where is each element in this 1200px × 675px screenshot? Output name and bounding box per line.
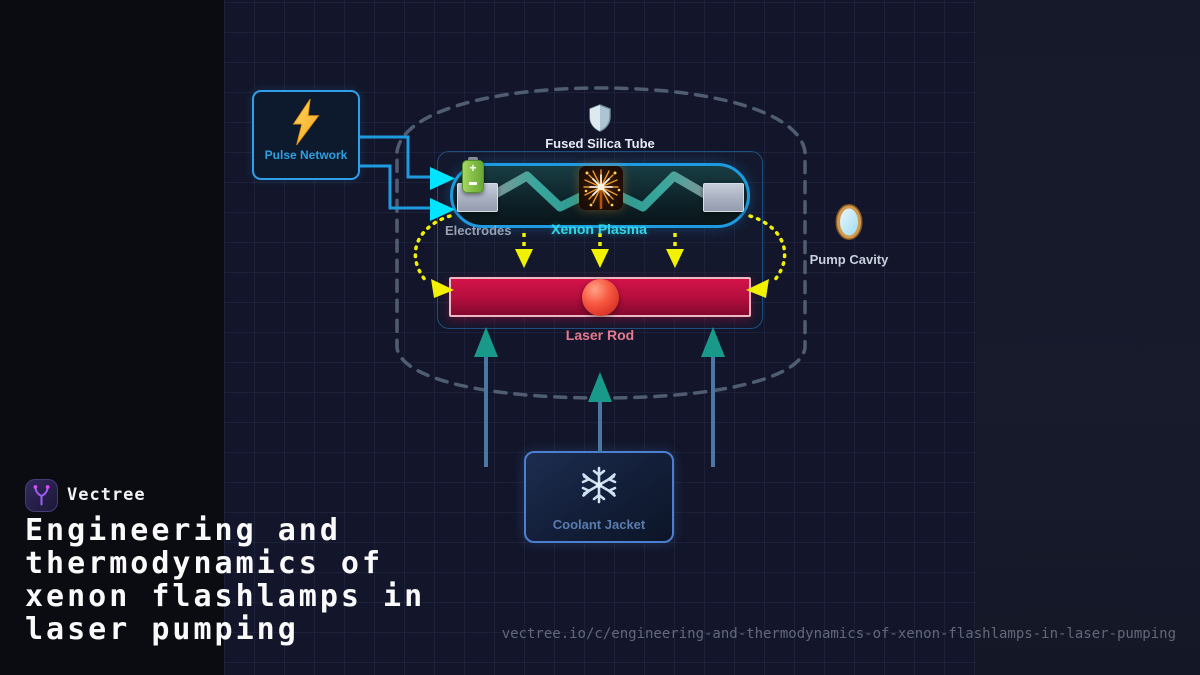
- battery-plus-sign: +: [469, 161, 477, 175]
- xenon-plasma-label: Xenon Plasma: [551, 221, 647, 237]
- snowflake-icon: [579, 465, 619, 510]
- electrodes-label: Electrodes: [445, 223, 512, 238]
- footer-url: vectree.io/c/engineering-and-thermodynam…: [501, 626, 1176, 642]
- laser-rod-sphere: [582, 279, 619, 316]
- laser-rod-label: Laser Rod: [565, 327, 635, 343]
- electrode-right: [703, 183, 744, 212]
- pulse-network-label: Pulse Network: [264, 148, 348, 162]
- page-title: Engineering and thermodynamics of xenon …: [25, 513, 426, 647]
- fused-silica-tube-label: Fused Silica Tube: [545, 136, 655, 151]
- laser-rod: [449, 277, 751, 317]
- pump-cavity-label: Pump Cavity: [809, 252, 889, 267]
- mirror-icon: [835, 203, 863, 246]
- shield-icon: [588, 104, 612, 137]
- vectree-branch-icon: [33, 485, 50, 506]
- brand-name: Vectree: [67, 485, 146, 505]
- coolant-jacket-label: Coolant Jacket: [552, 517, 646, 532]
- pulse-network-node: Pulse Network: [252, 90, 360, 180]
- battery-icon: +: [462, 157, 484, 193]
- lightning-bolt-icon: [289, 98, 323, 150]
- firework-icon: [579, 166, 623, 210]
- battery-minus-sign: [469, 182, 477, 185]
- vectree-logo: [25, 479, 58, 512]
- right-background-panel: [976, 0, 1200, 675]
- coolant-jacket-node: Coolant Jacket: [524, 451, 674, 543]
